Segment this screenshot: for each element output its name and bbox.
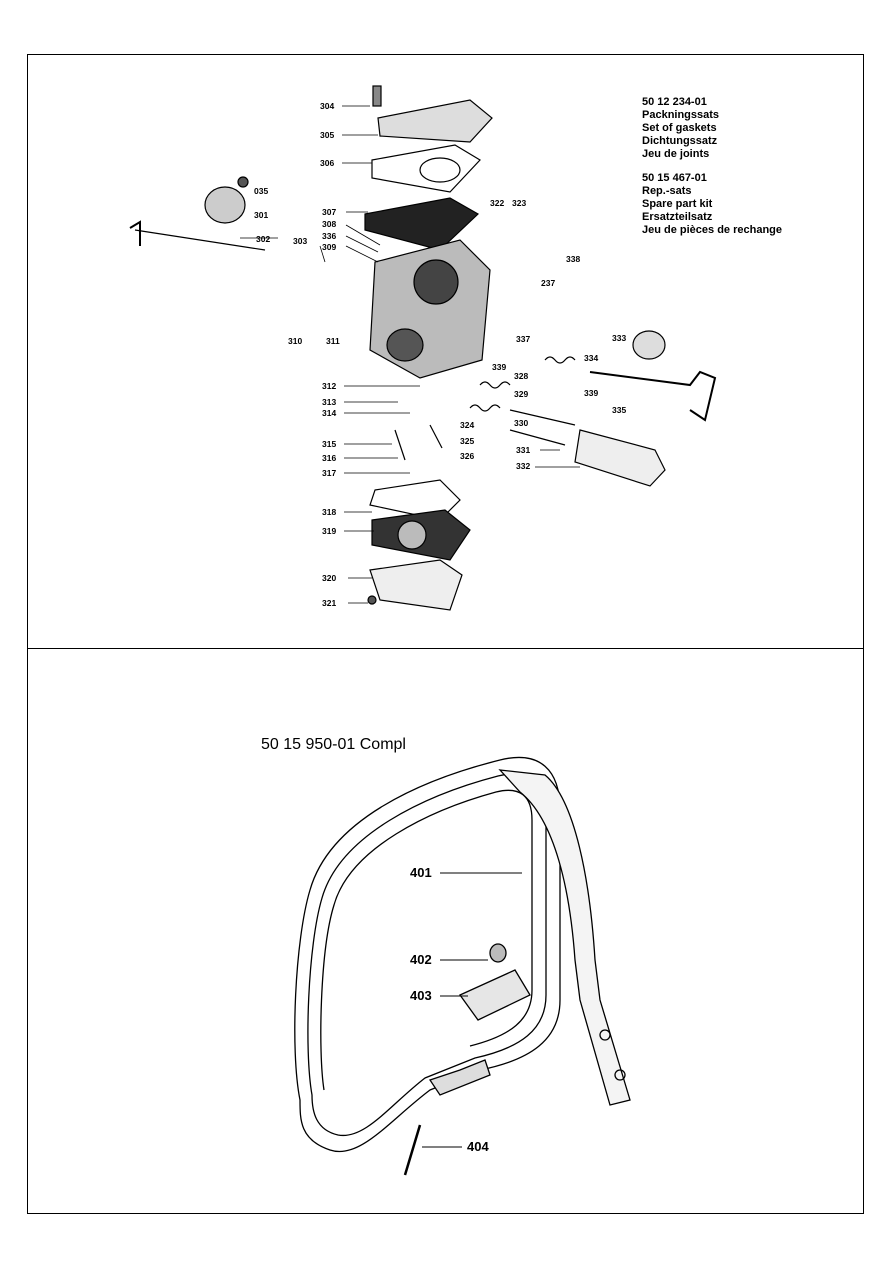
callout: 306 xyxy=(320,158,335,168)
callout: 318 xyxy=(322,507,337,517)
callout: 316 xyxy=(322,453,337,463)
plate-320 xyxy=(369,559,463,611)
callout: 334 xyxy=(584,353,599,363)
callout: 339 xyxy=(584,388,599,398)
page-frame xyxy=(27,54,864,1214)
gasket-306 xyxy=(371,144,481,193)
callout: 323 xyxy=(512,198,527,208)
callout: 305 xyxy=(320,130,335,140)
callout: 332 xyxy=(516,461,531,471)
kit-spare-line: Ersatzteilsatz xyxy=(642,211,713,223)
callout: 319 xyxy=(322,526,337,536)
kit-gaskets-part-number: 50 12 234-01 xyxy=(642,96,707,108)
kit-spare-parts: 50 15 467-01 Rep.-sats Spare part kit Er… xyxy=(642,172,782,237)
callout-402: 402 xyxy=(410,952,432,967)
kit-gaskets-line: Packningssats xyxy=(642,109,720,121)
assembly-label: 50 15 950-01 Compl xyxy=(261,736,406,753)
diaphragm-307 xyxy=(364,197,479,251)
callout: 329 xyxy=(514,389,529,399)
callout: 307 xyxy=(322,207,337,217)
callout: 336 xyxy=(322,231,337,241)
clamp-403 xyxy=(459,969,531,1021)
callout: 301 xyxy=(254,210,269,220)
bracket xyxy=(498,769,631,1106)
callout-401: 401 xyxy=(410,865,432,880)
callout: 335 xyxy=(612,405,627,415)
callout: 237 xyxy=(541,278,556,288)
callout: 331 xyxy=(516,445,531,455)
callout: 324 xyxy=(460,420,475,430)
kit-spare-line: Jeu de pièces de rechange xyxy=(642,224,783,236)
callout: 338 xyxy=(566,254,581,264)
callout: 303 xyxy=(293,236,308,246)
callout: 309 xyxy=(322,242,337,252)
callout: 339 xyxy=(492,362,507,372)
kit-gaskets: 50 12 234-01 Packningssats Set of gasket… xyxy=(642,96,719,161)
callout: 317 xyxy=(322,468,337,478)
callout: 337 xyxy=(516,334,531,344)
callout: 311 xyxy=(326,336,340,346)
callout: 326 xyxy=(460,451,475,461)
callout-404: 404 xyxy=(467,1139,489,1154)
section-divider xyxy=(27,648,864,649)
callout: 321 xyxy=(322,598,337,608)
callout-403: 403 xyxy=(410,988,432,1003)
kit-spare-part-number: 50 15 467-01 xyxy=(642,172,707,184)
callout: 328 xyxy=(514,371,529,381)
callout: 314 xyxy=(322,408,337,418)
callout: 333 xyxy=(612,333,627,343)
callout: 304 xyxy=(320,101,335,111)
kit-spare-line: Rep.-sats xyxy=(642,185,692,197)
callout: 322 xyxy=(490,198,505,208)
handlebar-outer xyxy=(294,756,561,1153)
callout: 330 xyxy=(514,418,529,428)
callout: 320 xyxy=(322,573,337,583)
kit-gaskets-line: Dichtungssatz xyxy=(642,135,718,147)
callout: 310 xyxy=(288,336,303,346)
cover-plate xyxy=(377,99,493,143)
callout: 313 xyxy=(322,397,337,407)
kit-gaskets-line: Set of gaskets xyxy=(642,122,717,134)
callout: 325 xyxy=(460,436,475,446)
callout: 312 xyxy=(322,381,337,391)
callout: 315 xyxy=(322,439,337,449)
kit-gaskets-line: Jeu de joints xyxy=(642,148,710,160)
callout: 308 xyxy=(322,219,337,229)
kit-spare-line: Spare part kit xyxy=(642,198,713,210)
callout: 035 xyxy=(254,186,269,196)
callout: 302 xyxy=(256,234,271,244)
